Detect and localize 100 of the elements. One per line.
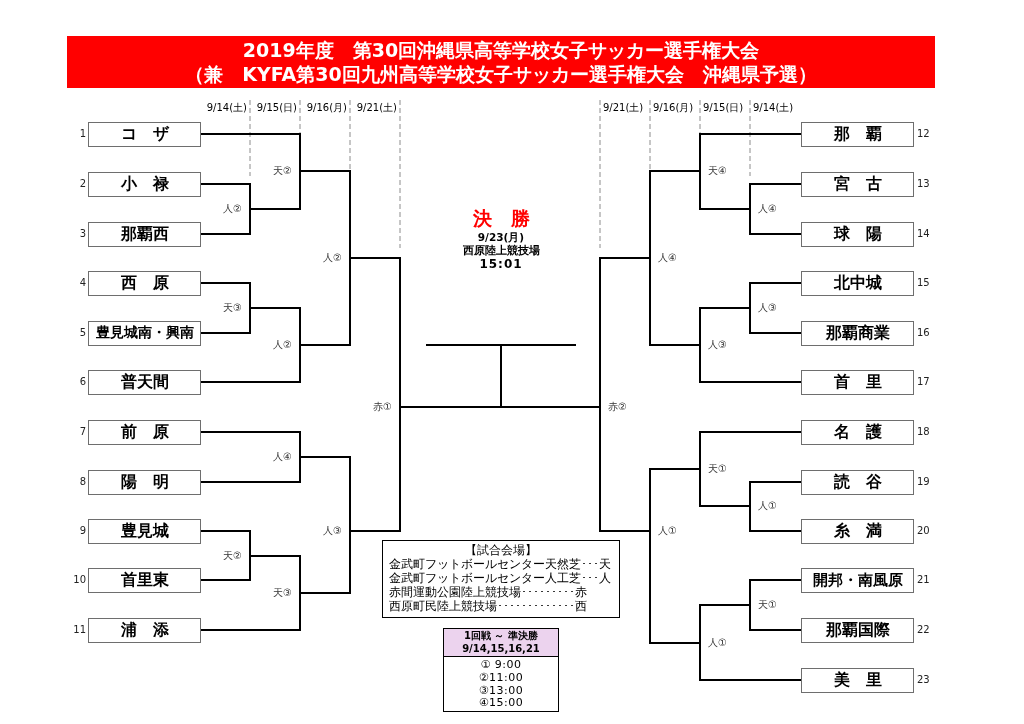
venue-line: 金武町フットボールセンター人工芝･･･人 [389,571,611,585]
seed-number: 7 [79,426,86,438]
bracket-line [200,332,252,334]
team-box: 美 里 [801,667,914,693]
seed-number: 15 [917,277,930,289]
seed-number: 11 [73,624,86,636]
kickoff-time: ① 9:00 [480,658,522,671]
bracket-line [598,257,650,259]
team-box: 那覇商業 [801,320,914,346]
bracket-line [748,579,802,581]
date-label: 9/21(土) [603,102,644,114]
seed-number: 22 [917,624,930,636]
seed-number: 8 [79,476,86,488]
bracket-line [200,481,302,483]
bracket-line [648,170,700,172]
match-label: 人④ [273,450,292,463]
bracket-line [300,344,352,346]
team-box: 開邦・南風原 [801,567,914,593]
team-box: 那覇西 [88,221,201,247]
bracket-line [748,233,802,235]
match-label: 人③ [758,301,777,314]
match-label: 人③ [323,524,342,537]
bracket-line [300,592,352,594]
team-box: 豊見城南・興南 [88,320,201,346]
bracket-line [748,183,802,185]
match-label: 人④ [758,202,777,215]
bracket-line [250,555,302,557]
bracket-line [300,170,352,172]
seed-number: 16 [917,327,930,339]
bracket-line [748,530,802,532]
match-label: 天② [273,164,292,177]
final-heading: 決 勝 [472,206,530,231]
team-box: コ ザ [88,121,201,147]
bracket-line [648,344,700,346]
seed-number: 4 [79,277,86,289]
final-venue: 西原陸上競技場 [462,244,540,257]
final-bracket [426,206,576,346]
seed-number: 18 [917,426,930,438]
bracket-line [648,642,700,644]
date-label: 9/14(土) [206,102,247,114]
bracket-line [200,629,302,631]
bracket-line [350,257,402,259]
match-label: 人① [658,524,677,537]
match-dates: 9/14,15,16,21 [462,642,540,655]
match-label: 天③ [223,301,242,314]
round-range: 1回戦 ～ 準決勝 [464,630,538,643]
seed-number: 3 [79,228,86,240]
title: 2019年度 第30回沖縄県高等学校女子サッカー選手権大会 [242,38,760,62]
kickoff-time: ②11:00 [478,670,524,684]
bracket-line [300,456,352,458]
match-label: 天① [708,462,727,475]
bracket-line [648,468,700,470]
match-label: 天② [223,549,242,562]
venue-line: 赤間運動公園陸上競技場･････････赤 [389,585,587,599]
bracket-line [598,530,650,532]
match-label: 人④ [658,251,677,264]
final-date: 9/23(月) [477,231,525,244]
seed-number: 20 [917,525,930,537]
venue-line: 金武町フットボールセンター天然芝･･･天 [389,557,611,571]
date-label: 9/21(土) [356,102,397,114]
date-label: 9/14(土) [753,102,794,114]
bracket-line [200,183,252,185]
seed-number: 5 [79,327,86,339]
seed-number: 12 [917,128,930,140]
subtitle: （兼 KYFA第30回九州高等学校女子サッカー選手権大会 沖縄県予選） [185,62,817,86]
team-box: 前 原 [88,419,201,445]
bracket-line [200,530,252,532]
match-label: 天③ [273,586,292,599]
team-box: 糸 満 [801,518,914,544]
bracket-line [250,307,302,309]
team-box: 那 覇 [801,121,914,147]
seed-number: 14 [917,228,930,240]
bracket-line [200,133,302,135]
team-box: 豊見城 [88,518,201,544]
bracket-line [200,282,252,284]
match-label: 赤② [608,400,627,413]
bracket-line [748,629,802,631]
schedule-box [443,628,559,712]
bracket-line [698,604,750,606]
team-box: 読 谷 [801,469,914,495]
team-box: 浦 添 [88,617,201,643]
bracket-line [748,282,802,284]
bracket-line [698,381,802,383]
bracket-line [698,307,750,309]
bracket-line [748,481,802,483]
bracket-line [350,530,402,532]
seed-number: 21 [917,574,930,586]
seed-number: 19 [917,476,930,488]
team-box: 那覇国際 [801,617,914,643]
bracket-line [698,208,750,210]
seed-number: 23 [917,674,930,686]
team-box: 陽 明 [88,469,201,495]
seed-number: 17 [917,376,930,388]
team-box: 宮 古 [801,171,914,197]
bracket-line [200,233,252,235]
seed-number: 1 [79,128,86,140]
match-label: 人② [223,202,242,215]
match-label: 人① [708,636,727,649]
venue-line: 西原町民陸上競技場･････････････西 [389,599,587,613]
team-box: 小 禄 [88,171,201,197]
